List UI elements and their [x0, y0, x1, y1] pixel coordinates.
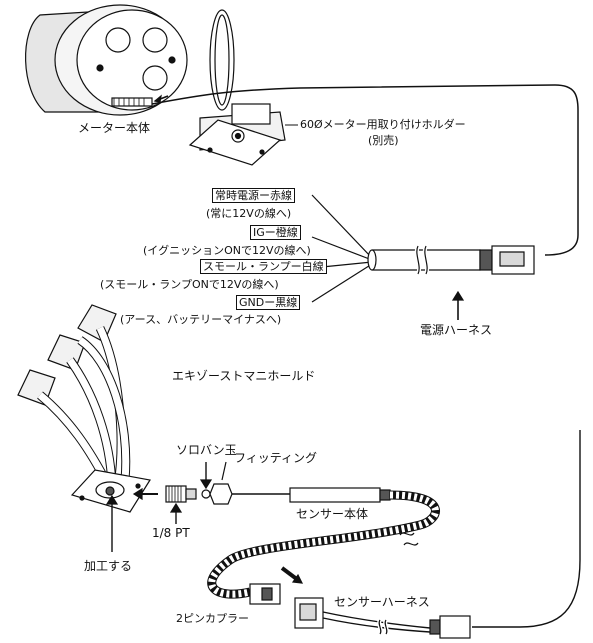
label-machining: 加工する — [84, 559, 133, 573]
label-wire-gnd-note: (アース、バッテリーマイナスへ) — [120, 313, 282, 326]
label-wire-ig-note: (イグニッションONで12Vの線へ) — [143, 244, 311, 257]
label-sensor-harness: センサーハーネス — [334, 595, 430, 609]
label-wire-constant: 常時電源ー赤線 — [212, 188, 295, 203]
label-holder-note: (別売) — [368, 134, 399, 147]
label-wire-gnd: GNDー黒線 — [236, 295, 301, 310]
label-soroban-ball: ソロバン玉 — [176, 443, 237, 457]
label-power-harness: 電源ハーネス — [420, 323, 493, 337]
label-thread: 1/8 PT — [152, 526, 190, 540]
holder-drawing — [188, 9, 286, 166]
fitting-assembly-drawing — [132, 461, 233, 524]
label-meter-body: メーター本体 — [78, 121, 151, 135]
wire-fan — [311, 194, 373, 303]
label-sensor-body: センサー本体 — [296, 507, 369, 521]
label-wire-constant-note: (常に12Vの線へ) — [206, 207, 292, 220]
label-holder-title: 60Øメーター用取り付けホルダー — [300, 118, 466, 131]
sensor-drawing — [207, 430, 581, 639]
label-wire-ig: IGー橙線 — [250, 225, 301, 240]
label-two-pin-coupler: 2ピンカプラー — [176, 612, 249, 625]
label-exhaust-manifold: エキゾーストマニホールド — [172, 369, 316, 383]
exhaust-manifold-drawing — [17, 304, 151, 552]
label-wire-small-note: (スモール・ランプONで12Vの線へ) — [100, 278, 279, 291]
power-harness-drawing — [367, 245, 535, 320]
label-wire-small: スモール・ランプー白線 — [200, 259, 327, 274]
label-fitting: フィッティング — [234, 451, 318, 465]
harness-loop-line — [151, 84, 579, 256]
meter-body-drawing — [24, 4, 188, 116]
